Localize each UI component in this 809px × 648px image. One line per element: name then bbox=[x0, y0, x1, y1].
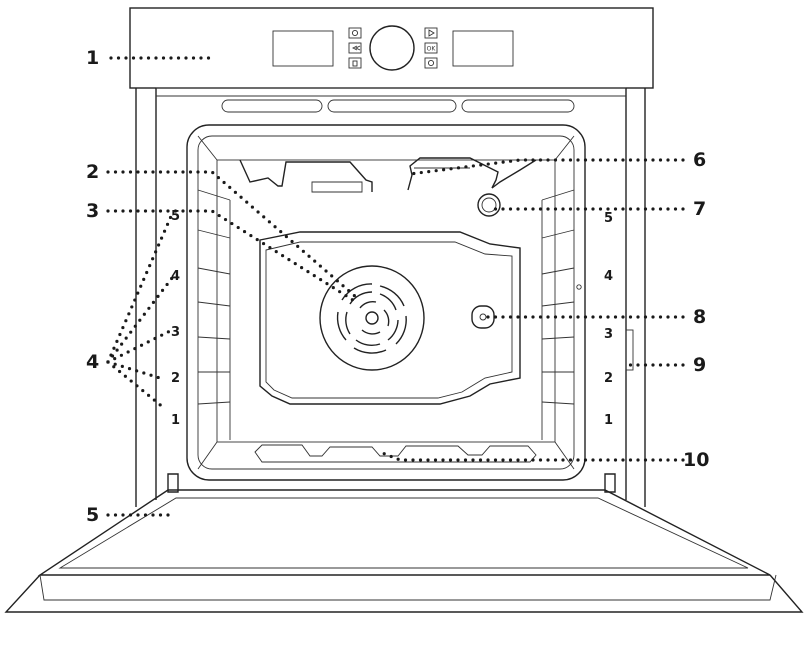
left-door-hinge bbox=[167, 473, 179, 493]
right-shelf-level-4: 4 bbox=[604, 269, 613, 284]
right-shelf-level-5: 5 bbox=[604, 211, 613, 226]
right-shelf-level-1: 1 bbox=[604, 413, 613, 428]
leader-line-2 bbox=[106, 170, 358, 299]
oven-cabinet bbox=[135, 87, 646, 507]
control-knob bbox=[369, 25, 415, 71]
leader-line-3 bbox=[106, 209, 358, 304]
leader-line-10 bbox=[378, 450, 685, 462]
left-shelf-level-3: 3 bbox=[171, 325, 180, 340]
leader-line-4c bbox=[106, 328, 174, 364]
vent-slots bbox=[221, 99, 575, 113]
callout-1: 1 bbox=[86, 47, 99, 69]
left-shelf-level-1: 1 bbox=[171, 413, 180, 428]
fan-back-panel bbox=[259, 231, 521, 405]
callout-7: 7 bbox=[693, 198, 706, 220]
callout-9: 9 bbox=[693, 354, 706, 376]
left-shelf-level-5: 5 bbox=[171, 209, 180, 224]
fan-guard bbox=[319, 265, 425, 371]
right-shelf-runners bbox=[541, 189, 582, 440]
callout-8: 8 bbox=[693, 306, 706, 328]
callout-labels: 1 2 3 4 5 6 7 8 9 10 bbox=[86, 47, 709, 526]
grill-heating-element bbox=[239, 157, 537, 193]
leader-lines bbox=[106, 56, 685, 517]
oven-lamp bbox=[477, 193, 501, 217]
right-door-hinge bbox=[604, 473, 616, 493]
back-key bbox=[348, 42, 362, 54]
door-hinge-slot bbox=[625, 329, 634, 371]
left-shelf-level-2: 2 bbox=[171, 371, 180, 386]
left-shelf-levels: 5 4 3 2 1 bbox=[171, 209, 180, 428]
left-display bbox=[272, 30, 334, 67]
ok-key-label: OK bbox=[427, 46, 437, 53]
left-shelf-level-4: 4 bbox=[171, 269, 180, 284]
left-shelf-runners bbox=[197, 189, 231, 440]
meat-probe-socket bbox=[471, 305, 495, 329]
callout-3: 3 bbox=[86, 200, 99, 222]
callout-10: 10 bbox=[683, 449, 709, 471]
leader-line-4a bbox=[106, 212, 174, 364]
right-shelf-level-2: 2 bbox=[604, 371, 613, 386]
ok-key bbox=[424, 42, 438, 54]
callout-6: 6 bbox=[693, 149, 706, 171]
start-key bbox=[424, 27, 438, 39]
timer-key bbox=[424, 57, 438, 69]
leader-line-4b bbox=[106, 276, 174, 364]
fan-blades bbox=[336, 283, 407, 354]
callout-5: 5 bbox=[86, 504, 99, 526]
leader-line-4d bbox=[106, 360, 162, 380]
oven-cavity bbox=[186, 124, 586, 481]
callout-4: 4 bbox=[86, 351, 99, 373]
leader-line-4e bbox=[106, 360, 166, 410]
right-shelf-levels: 5 4 3 2 1 bbox=[604, 211, 613, 428]
control-panel: OK bbox=[129, 7, 654, 89]
right-shelf-level-3: 3 bbox=[604, 327, 613, 342]
power-key bbox=[348, 27, 362, 39]
callout-2: 2 bbox=[86, 161, 99, 183]
oven-door bbox=[4, 473, 804, 613]
bottom-heating-element bbox=[254, 444, 537, 463]
lock-key bbox=[348, 57, 362, 69]
right-display bbox=[452, 30, 514, 67]
leader-line-6 bbox=[408, 158, 685, 176]
